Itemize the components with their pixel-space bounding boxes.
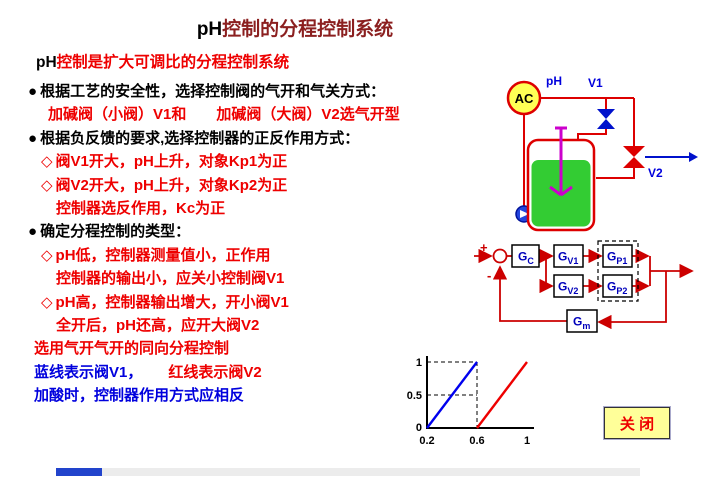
block-gm bbox=[566, 309, 598, 333]
note-line-colors: 蓝线表示阀V1， 红线表示阀V2 bbox=[28, 361, 483, 384]
title-ph: pH bbox=[196, 19, 223, 40]
line-open-v2: 全开后，pH还高，应开大阀V2 bbox=[28, 314, 483, 337]
note-same-direction: 选用气开气开的同向分程控制 bbox=[28, 337, 483, 360]
block-diagram: + - GC GV1 GV2 GP1 GP2 Gm bbox=[474, 240, 694, 333]
line-text: 阀V2开大，pH上升，对象Kp2为正 bbox=[55, 176, 288, 194]
progress-fill bbox=[56, 468, 102, 476]
valve-v2-icon bbox=[623, 146, 645, 168]
block-gv1 bbox=[553, 244, 584, 268]
y-tick-1: 1 bbox=[416, 357, 422, 369]
line-text: 确定分程控制的类型： bbox=[40, 223, 191, 241]
diamond-icon: ◇ bbox=[41, 153, 53, 171]
progress-track[interactable] bbox=[56, 468, 640, 476]
line-text: pH高，控制器输出增大，开小阀V1 bbox=[55, 293, 289, 311]
title-rest: 控制的分程控制系统 bbox=[222, 19, 394, 40]
block-gp1-label: GP1 bbox=[607, 250, 627, 267]
block-gp1 bbox=[602, 244, 633, 268]
note-blue-line: 蓝线表示阀V1， bbox=[34, 363, 143, 381]
x-tick-06: 0.6 bbox=[469, 435, 484, 447]
x-tick-02: 0.2 bbox=[419, 435, 434, 447]
line-valve-types: 加碱阀（小阀）V1和 加碱阀（大阀）V2选气开型 bbox=[28, 103, 483, 126]
diamond-icon: ◇ bbox=[41, 293, 53, 311]
line-controller-action: 控制器选反作用，Kc为正 bbox=[28, 197, 483, 220]
note-acid-case: 加酸时，控制器作用方式应相反 bbox=[28, 384, 483, 407]
signal-lines bbox=[474, 248, 694, 330]
line-text: 加碱阀（小阀）V1和 加碱阀（大阀）V2选气开型 bbox=[48, 106, 400, 124]
bullet-line-split-range-type: ●确定分程控制的类型： bbox=[28, 220, 483, 243]
process-diagram: AC pH V1 V2 bbox=[506, 74, 698, 232]
block-gc bbox=[511, 244, 540, 268]
text-column: ●根据工艺的安全性，选择控制阀的气开和气关方式： 加碱阀（小阀）V1和 加碱阀（… bbox=[28, 80, 483, 408]
ph-label: pH bbox=[546, 74, 562, 88]
v2-label: V2 bbox=[648, 166, 663, 180]
intro-rest: 控制是扩大可调比的分程控制系统 bbox=[56, 54, 290, 71]
block-gp2-label: GP2 bbox=[607, 280, 627, 297]
bullet-icon: ● bbox=[28, 83, 38, 100]
diamond-line-v1-gain: ◇阀V1开大，pH上升，对象Kp1为正 bbox=[28, 150, 483, 173]
stirrer bbox=[549, 126, 573, 197]
block-gp2 bbox=[602, 274, 633, 298]
analyzer-controller bbox=[506, 80, 542, 116]
block-gv1-label: GV1 bbox=[558, 250, 578, 267]
line-text: 加酸时，控制器作用方式应相反 bbox=[34, 387, 245, 405]
minus-sign: - bbox=[487, 268, 491, 283]
pipes bbox=[523, 97, 698, 208]
line-text: 根据负反馈的要求,选择控制器的正反作用方式： bbox=[40, 129, 360, 147]
summing-junction bbox=[492, 248, 508, 264]
ac-label: AC bbox=[515, 91, 534, 106]
split-range-chart: 1 0.5 0 0.2 0.6 1 bbox=[407, 356, 534, 447]
bullet-icon: ● bbox=[28, 129, 38, 147]
close-button[interactable]: 关 闭 bbox=[604, 407, 670, 439]
process-dashed-box bbox=[597, 240, 639, 302]
line-text: 阀V1开大，pH上升，对象Kp1为正 bbox=[55, 153, 288, 171]
series-v2-line bbox=[476, 361, 528, 429]
series-v1-line bbox=[426, 361, 478, 429]
page-title: pH控制的分程控制系统 bbox=[60, 14, 530, 41]
diamond-line-v2-gain: ◇阀V2开大，pH上升，对象Kp2为正 bbox=[28, 174, 483, 197]
block-gm-label: Gm bbox=[573, 315, 590, 332]
line-text: 控制器选反作用，Kc为正 bbox=[56, 200, 226, 218]
y-tick-0: 0 bbox=[416, 422, 422, 434]
line-text: 根据工艺的安全性，选择控制阀的气开和气关方式： bbox=[40, 83, 386, 100]
line-text: 控制器的输出小，应关小控制阀V1 bbox=[56, 270, 285, 288]
y-tick-05: 0.5 bbox=[407, 390, 422, 402]
plus-sign: + bbox=[480, 240, 488, 255]
intro-ph: pH bbox=[36, 54, 57, 71]
diamond-icon: ◇ bbox=[41, 176, 53, 194]
bullet-line-feedback: ●根据负反馈的要求,选择控制器的正反作用方式： bbox=[28, 127, 483, 150]
block-gv2 bbox=[553, 274, 584, 298]
intro-line: pH控制是扩大可调比的分程控制系统 bbox=[36, 50, 289, 72]
valve-v1-icon bbox=[597, 109, 615, 129]
line-text: pH低，控制器测量值小，正作用 bbox=[55, 246, 271, 264]
line-text: 选用气开气开的同向分程控制 bbox=[34, 340, 230, 358]
diamond-icon: ◇ bbox=[41, 246, 53, 264]
note-red-line: 红线表示阀V2 bbox=[168, 363, 262, 381]
line-output-small: 控制器的输出小，应关小控制阀V1 bbox=[28, 267, 483, 290]
block-gv2-label: GV2 bbox=[558, 280, 578, 297]
diamond-line-ph-low: ◇pH低，控制器测量值小，正作用 bbox=[28, 244, 483, 267]
diamond-line-ph-high: ◇pH高，控制器输出增大，开小阀V1 bbox=[28, 291, 483, 314]
block-gc-label: GC bbox=[518, 250, 534, 267]
x-tick-1: 1 bbox=[524, 435, 530, 447]
bullet-icon: ● bbox=[28, 223, 38, 241]
line-text: 全开后，pH还高，应开大阀V2 bbox=[56, 317, 260, 335]
flow-arrow-icon bbox=[689, 152, 698, 162]
v1-label: V1 bbox=[588, 76, 603, 90]
bullet-line-safety: ●根据工艺的安全性，选择控制阀的气开和气关方式： bbox=[28, 80, 483, 103]
chart-axes bbox=[426, 356, 534, 429]
